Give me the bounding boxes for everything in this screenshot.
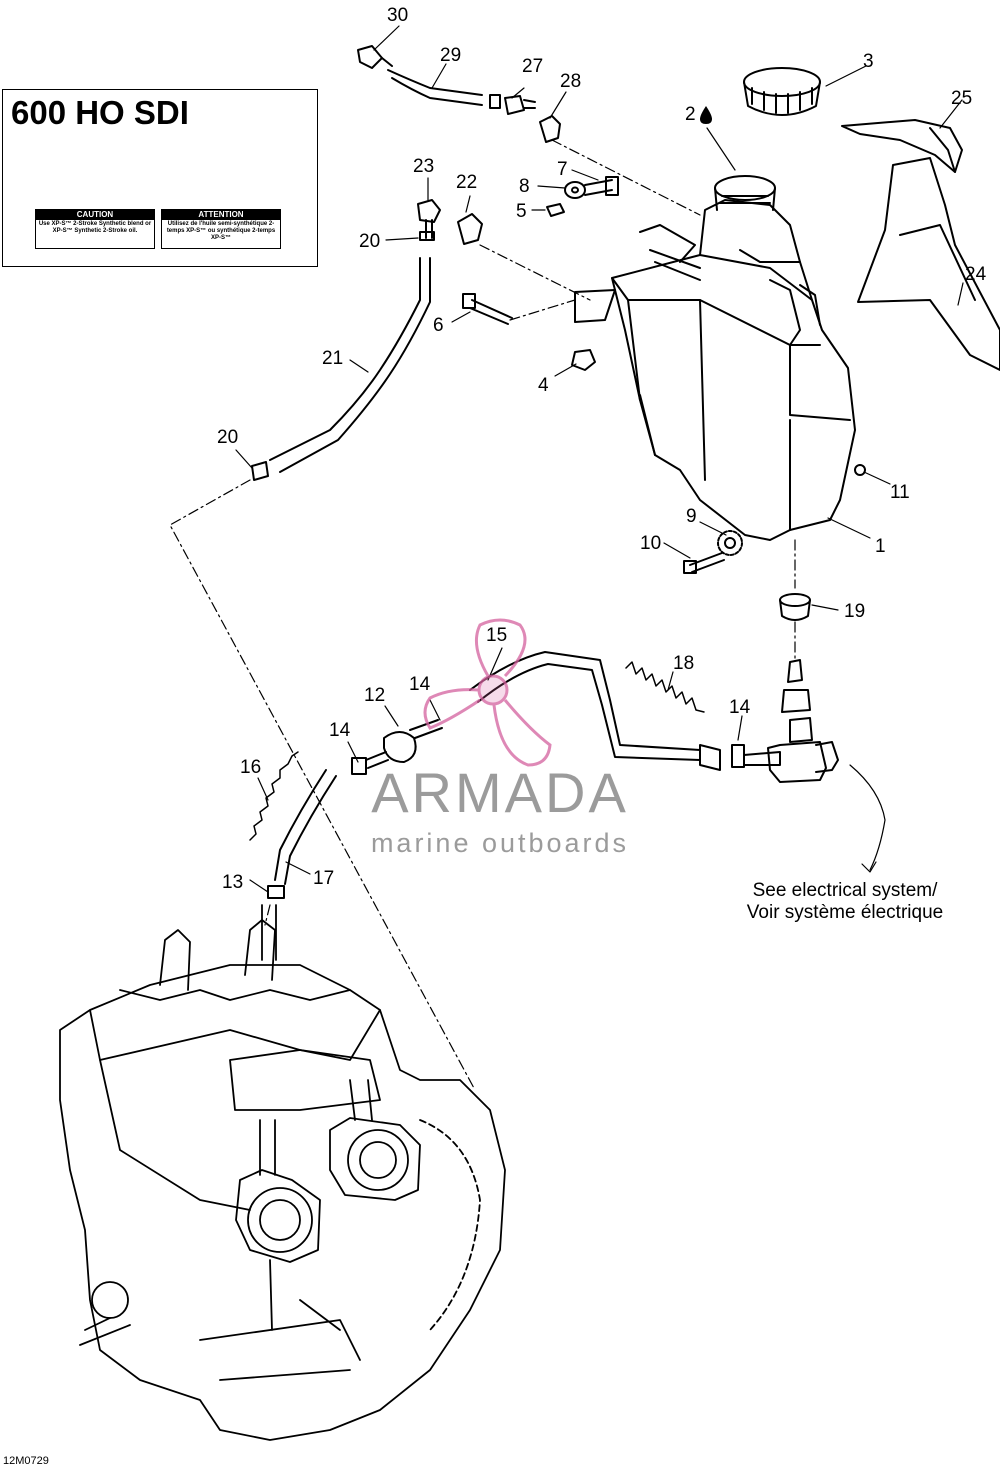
- oil-tank: [574, 175, 856, 541]
- callout-18: 18: [673, 653, 694, 674]
- model-label-box: 600 HO SDI CAUTION Use XP-S™ 2-Stroke Sy…: [2, 89, 318, 267]
- caution-text: Use XP-S™ 2-Stroke Synthetic blend or XP…: [38, 221, 152, 234]
- attention-header: ATTENTION: [162, 210, 280, 220]
- oil-pickup-hose: [251, 199, 483, 481]
- callout-leaders: [235, 25, 964, 893]
- callout-21: 21: [322, 348, 343, 369]
- callout-19: 19: [844, 601, 865, 622]
- fasteners: [462, 176, 866, 574]
- engine: [59, 904, 506, 1441]
- callout-14a: 14: [409, 674, 431, 695]
- vent-line: [357, 45, 561, 143]
- callout-17: 17: [313, 868, 334, 889]
- callout-20a: 20: [359, 231, 380, 252]
- callout-12: 12: [364, 685, 385, 706]
- callout-8: 8: [519, 176, 530, 197]
- callout-24: 24: [965, 264, 987, 285]
- tank-shield: [841, 119, 963, 173]
- propeller-logo: [423, 618, 552, 767]
- assembly-guide-lines: [169, 139, 796, 1091]
- oil-tank-cap: [743, 67, 821, 116]
- callout-4: 4: [538, 375, 549, 396]
- callout-5: 5: [516, 201, 527, 222]
- oil-level-sensor: [767, 659, 839, 783]
- callout-7: 7: [557, 159, 568, 180]
- callout-23: 23: [413, 156, 434, 177]
- callout-30: 30: [387, 5, 408, 26]
- callout-6: 6: [433, 315, 444, 336]
- attention-text: Utilisez de l'huile semi-synthétique 2-t…: [166, 221, 276, 241]
- hose-spring: [249, 661, 705, 841]
- caution-header: CAUTION: [36, 210, 154, 220]
- tank-grommet: [779, 593, 811, 621]
- reference-line-1: See electrical system/: [752, 880, 938, 901]
- callout-28: 28: [560, 71, 581, 92]
- callout-15: 15: [486, 625, 507, 646]
- oil-supply-hose: [267, 651, 781, 899]
- callout-2: 2: [685, 104, 696, 125]
- callout-13: 13: [222, 872, 243, 893]
- caution-decal: CAUTION Use XP-S™ 2-Stroke Synthetic ble…: [35, 209, 155, 249]
- tank-support-panel: [857, 157, 1000, 371]
- reference-line-2: Voir système électrique: [746, 902, 944, 923]
- oil-drop-icon: [700, 106, 712, 124]
- callout-25: 25: [951, 88, 972, 109]
- callout-14c: 14: [729, 697, 751, 718]
- callout-numbers: 1 2 3 4 5 6 7 8 9 10 11 12 13 14 14 14 1…: [217, 5, 987, 893]
- callout-1: 1: [875, 536, 886, 557]
- model-title: 600 HO SDI: [11, 94, 189, 131]
- callout-22: 22: [456, 172, 477, 193]
- callout-16: 16: [240, 757, 261, 778]
- callout-27: 27: [522, 56, 543, 77]
- callout-20b: 20: [217, 427, 238, 448]
- electrical-system-reference: See electrical system/ Voir système élec…: [700, 880, 990, 924]
- callout-9: 9: [686, 506, 697, 527]
- drawing-code: 12M0729: [3, 1455, 49, 1467]
- callout-14b: 14: [329, 720, 351, 741]
- attention-decal: ATTENTION Utilisez de l'huile semi-synth…: [161, 209, 281, 249]
- callout-29: 29: [440, 45, 461, 66]
- callout-3: 3: [863, 51, 874, 72]
- callout-11: 11: [890, 482, 910, 503]
- callout-10: 10: [640, 533, 661, 554]
